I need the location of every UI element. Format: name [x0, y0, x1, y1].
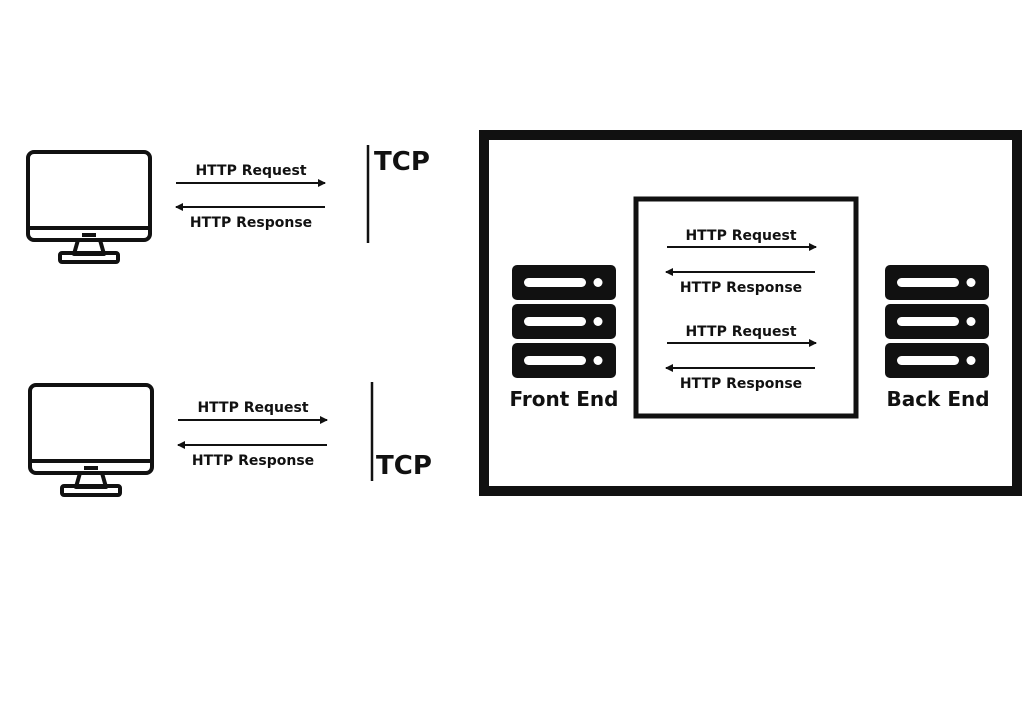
http-response-label: HTTP Response [680, 376, 802, 392]
http-request-label: HTTP Request [195, 163, 306, 179]
back-end-server-icon [885, 265, 989, 378]
desktop-monitor-icon [26, 150, 152, 264]
exchange-box-frame [633, 196, 859, 419]
server-system: Front End Back End HTTP Request HTTP Res… [479, 130, 1022, 496]
tcp-label: TCP [374, 147, 430, 177]
tcp-label: TCP [376, 451, 432, 481]
http-request-label: HTTP Request [685, 228, 796, 244]
http-request-label: HTTP Request [197, 400, 308, 416]
desktop-monitor-icon [28, 383, 154, 497]
client-1: HTTP Request HTTP Response TCP [26, 145, 430, 264]
back-end-label: Back End [886, 387, 989, 411]
front-end-label: Front End [510, 387, 619, 411]
http-response-label: HTTP Response [192, 453, 314, 469]
http-request-label: HTTP Request [685, 324, 796, 340]
server-system-frame [479, 130, 1022, 496]
http-response-label: HTTP Response [680, 280, 802, 296]
front-end-server-icon [512, 265, 616, 378]
client-2: HTTP Request HTTP Response TCP [28, 382, 432, 497]
exchange-box: HTTP Request HTTP Response HTTP Request … [633, 196, 859, 419]
http-response-label: HTTP Response [190, 215, 312, 231]
